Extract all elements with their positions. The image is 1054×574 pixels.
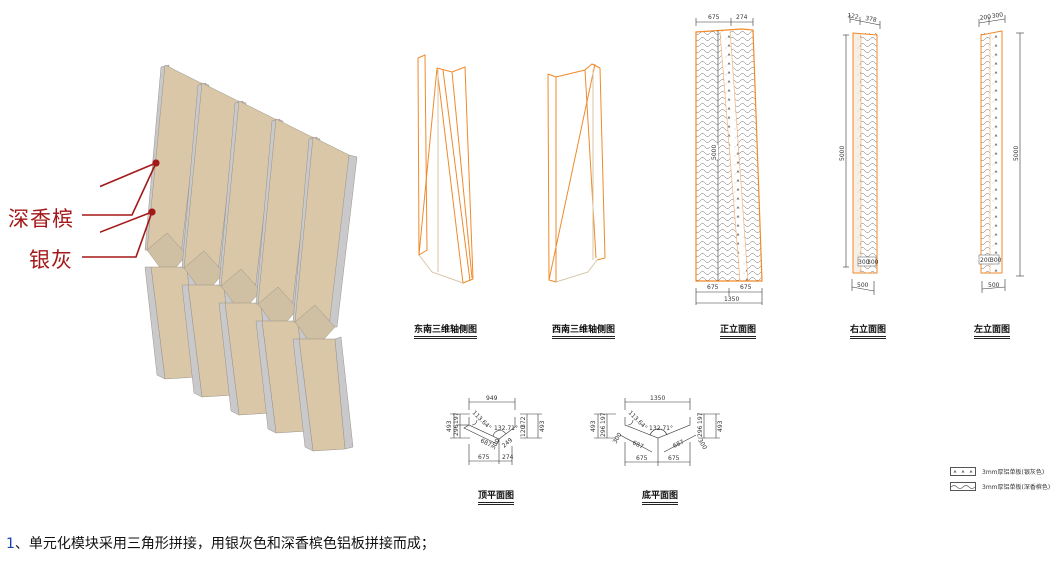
left-elevation-drawing: 200 300 5000 200 300 500 (978, 11, 1024, 293)
bottom-plan-small-dim-2: 300 (696, 438, 708, 452)
legend-label-silver: 3mm厚铝单板(银灰色) (982, 469, 1045, 476)
left-elevation-title: 左立面图 (974, 322, 1011, 339)
bottom-plan-small-dim-1: 300 (612, 431, 624, 445)
front-height-dim: 5000 (711, 145, 718, 160)
fin-silver-edge (144, 266, 166, 380)
note-text: 、单元化模块采用三角形拼接，用银灰色和深香槟色铝板拼接而成； (14, 536, 435, 552)
top-plan-bottom-dim-2: 274 (502, 454, 514, 461)
top-plan-title: 顶平面图 (478, 488, 515, 505)
bottom-plan-drawing: 1350 113.64° 132.71° 493 197 296 197 296… (590, 395, 724, 466)
top-plan-width: 949 (486, 395, 498, 402)
top-plan-drawing: 949 113.64° 132.71° 493 197 296 372 493 … (446, 395, 546, 465)
front-bottom-dim-1: 675 (707, 284, 719, 291)
bottom-plan-slant-left: 687 (631, 439, 645, 450)
callout-label-silver: 银灰 (29, 248, 73, 272)
bottom-plan-bottom-dim-1: 675 (636, 455, 648, 462)
fin-silver-edge (218, 302, 240, 416)
legend-label-champagne: 3mm厚铝单板(深香槟色) (982, 484, 1051, 491)
bottom-plan-right-dim-total: 493 (717, 420, 724, 432)
front-top-dim-2: 274 (736, 14, 748, 21)
bottom-plan-left-dim-upper: 197 (600, 412, 607, 424)
fin-silver-edge (255, 320, 277, 434)
right-elevation-title: 右立面图 (850, 322, 887, 339)
front-total-width: 1350 (724, 296, 739, 303)
top-plan-left-dim-upper: 197 (453, 412, 460, 424)
note-number: 1 (6, 536, 15, 552)
left-height-dim: 5000 (1013, 146, 1020, 161)
top-plan-right-dim-upper: 372 (520, 416, 527, 428)
top-plan-left-dim-total: 493 (446, 420, 453, 432)
front-bottom-dim-2: 675 (740, 284, 752, 291)
dot-pattern-swatch-icon (950, 467, 976, 476)
design-note: 1、单元化模块采用三角形拼接，用银灰色和深香槟色铝板拼接而成； (6, 533, 435, 553)
southeast-axon-drawing (417, 54, 474, 284)
callout-leaders (82, 159, 160, 258)
top-plan-bottom-dim-1: 675 (478, 454, 490, 461)
right-height-dim: 5000 (839, 146, 846, 161)
left-bottom-dim-2: 300 (990, 257, 1002, 264)
wave-pattern-swatch-icon (950, 482, 976, 491)
bottom-plan-angle-center: 132.71° (649, 425, 673, 432)
bottom-plan-right-dim-lower: 296 (697, 425, 704, 437)
fin-silver-edge (334, 336, 354, 450)
top-plan-small-dim-1: 300 (490, 437, 502, 451)
bottom-plan-slant-right: 687 (672, 439, 686, 450)
top-plan-angle-left: 113.64° (471, 409, 493, 431)
callout-leader-champagne (100, 162, 157, 188)
southeast-axon-title: 东南三维轴侧图 (414, 322, 478, 339)
right-top-dim-1: 122 (847, 12, 860, 21)
left-top-dim-1: 200 (979, 13, 991, 22)
bottom-plan-angle-left: 113.64° (627, 409, 649, 431)
bottom-plan-left-dim-total: 493 (590, 420, 597, 432)
right-top-dim-2: 378 (865, 15, 878, 24)
callout-label-champagne: 深香槟 (8, 207, 74, 231)
top-plan-right-dim-total: 493 (539, 420, 546, 432)
bottom-plan-width: 1350 (650, 395, 665, 402)
right-elevation-drawing: 122 378 5000 300 300 500 (839, 12, 881, 295)
left-base-width: 500 (988, 282, 1000, 289)
top-plan-slant: 687 (479, 437, 493, 448)
callout-leader-silver (100, 211, 153, 234)
southwest-axon-drawing (547, 63, 606, 283)
fin-silver-edge (292, 338, 314, 452)
bottom-plan-title: 底平面图 (642, 488, 679, 505)
legend-item-champagne: 3mm厚铝单板(深香槟色) (950, 482, 1050, 491)
southwest-axon-title: 西南三维轴侧图 (552, 322, 616, 339)
front-elevation-drawing: 675 274 5000 675 675 1350 (695, 14, 763, 305)
left-top-dim-2: 300 (991, 11, 1003, 20)
left-bottom-dim-1: 200 (980, 257, 992, 264)
bottom-plan-bottom-dim-2: 675 (668, 455, 680, 462)
top-plan-angle-center: 132.71° (494, 425, 518, 432)
right-base-width: 500 (857, 282, 869, 289)
front-top-dim-1: 675 (708, 14, 720, 21)
facade-rendering (100, 64, 358, 452)
fin-silver-edge (328, 154, 358, 328)
fin-silver-edge (181, 284, 203, 398)
top-plan-left-dim-lower: 296 (453, 424, 460, 436)
top-plan-right-dim-lower: 120 (520, 425, 527, 437)
right-bottom-dim-1: 300 (858, 259, 870, 266)
front-elevation-title: 正立面图 (720, 322, 757, 339)
legend-item-silver: 3mm厚铝单板(银灰色) (950, 467, 1044, 476)
right-bottom-dim-2: 300 (867, 259, 879, 266)
bottom-plan-left-dim-lower: 296 (600, 425, 607, 437)
bottom-plan-right-dim-upper: 197 (697, 412, 704, 424)
